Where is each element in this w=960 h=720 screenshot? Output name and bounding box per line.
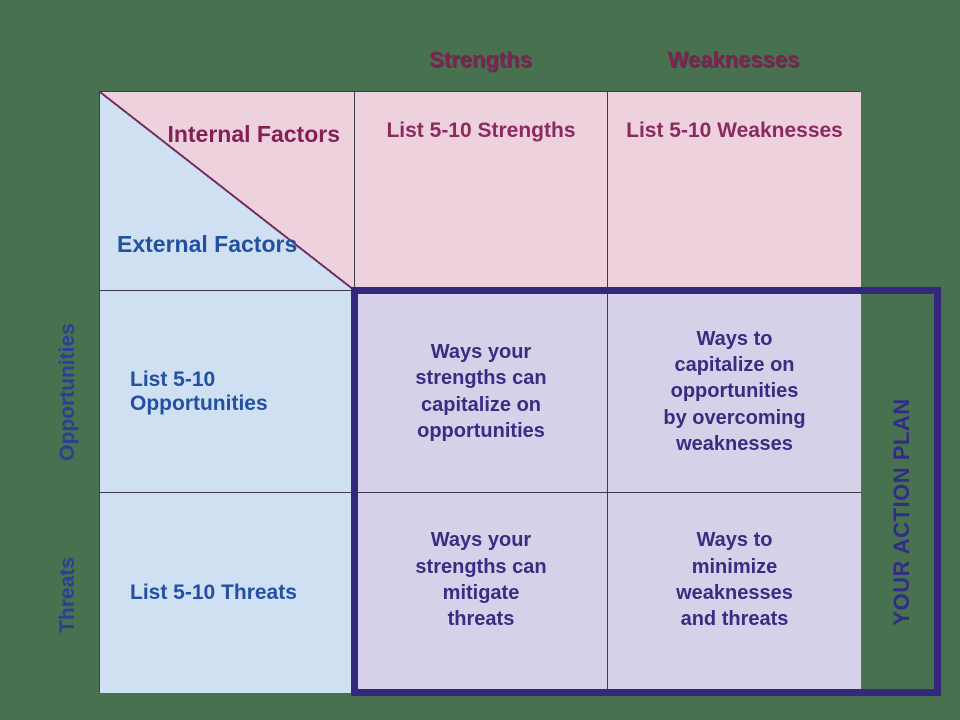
swot-table: Internal Factors External Factors List 5…	[99, 91, 861, 693]
list-strengths-text: List 5-10 Strengths	[386, 119, 576, 142]
cell-weaknesses-opportunities: Ways to capitalize on opportunities by o…	[608, 291, 861, 493]
strengths-threats-text: Ways your strengths can mitigate threats	[415, 529, 547, 631]
weaknesses-threats-text: Ways to minimize weaknesses and threats	[676, 529, 793, 631]
cell-strengths-opportunities: Ways your strengths can capitalize on op…	[355, 291, 608, 493]
column-header-strengths: Strengths	[429, 47, 532, 72]
cell-weaknesses-threats: Ways to minimize weaknesses and threats	[608, 493, 861, 693]
cell-list-strengths: List 5-10 Strengths	[355, 92, 608, 291]
row-label-threats: Threats	[56, 557, 79, 633]
weaknesses-opportunities-text: Ways to capitalize on opportunities by o…	[663, 327, 806, 456]
list-opportunities-text: List 5-10 Opportunities	[130, 367, 268, 415]
cell-list-opportunities: List 5-10 Opportunities	[100, 291, 355, 493]
internal-factors-label: Internal Factors	[167, 121, 340, 147]
strengths-opportunities-text: Ways your strengths can capitalize on op…	[415, 340, 547, 442]
list-weaknesses-text: List 5-10 Weaknesses	[626, 119, 843, 142]
action-plan-label: YOUR ACTION PLAN	[889, 398, 914, 626]
row-label-opportunities: Opportunities	[56, 323, 79, 461]
column-header-weaknesses: Weaknesses	[667, 47, 800, 72]
external-factors-label: External Factors	[117, 231, 298, 257]
cell-list-weaknesses: List 5-10 Weaknesses	[608, 92, 861, 291]
cell-strengths-threats: Ways your strengths can mitigate threats	[355, 493, 608, 693]
corner-cell-internal-external: Internal Factors External Factors	[100, 92, 355, 291]
list-threats-text: List 5-10 Threats	[130, 581, 297, 604]
cell-list-threats: List 5-10 Threats	[100, 493, 355, 693]
